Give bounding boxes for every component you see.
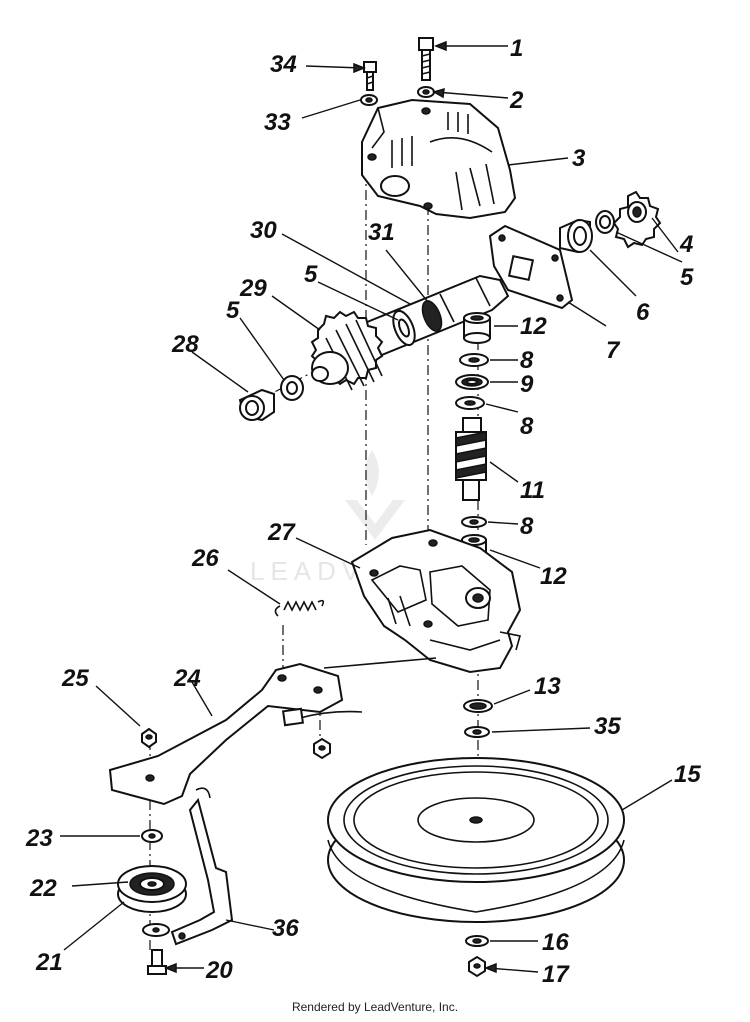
- part-31-ring[interactable]: [419, 298, 446, 334]
- part-3-upper-gear-housing[interactable]: [361, 98, 517, 220]
- leader-lines: [60, 40, 683, 974]
- idler-washer[interactable]: [142, 923, 170, 937]
- callout-26: 26: [191, 545, 219, 572]
- callout-3: 3: [572, 145, 586, 172]
- callout-7: 7: [606, 337, 621, 364]
- callout-8-upper: 8: [520, 347, 534, 374]
- callout-36: 36: [272, 915, 299, 942]
- part-16-washer[interactable]: [465, 935, 489, 947]
- part-9-thrust-bearing[interactable]: [455, 374, 489, 390]
- part-27-lower-gear-housing[interactable]: [350, 528, 522, 674]
- part-5-washer[interactable]: [595, 210, 615, 234]
- arm-nut[interactable]: [313, 737, 331, 760]
- callout-16: 16: [542, 929, 569, 956]
- part-26-spring[interactable]: [274, 599, 325, 617]
- callout-35: 35: [594, 713, 621, 740]
- part-8-thrust-washer-lower[interactable]: [461, 516, 487, 528]
- part-28-bushing[interactable]: [238, 388, 275, 422]
- part-34-screw[interactable]: [363, 61, 377, 91]
- part-15-pulley[interactable]: [327, 757, 625, 923]
- callout-29: 29: [239, 275, 267, 302]
- callout-28: 28: [171, 331, 199, 358]
- callout-2: 2: [509, 87, 524, 114]
- callout-6: 6: [636, 299, 650, 326]
- part-35-washer[interactable]: [464, 726, 490, 738]
- part-7-bearing-plate[interactable]: [488, 224, 574, 310]
- callout-5-right: 5: [680, 264, 694, 291]
- part-29-gear[interactable]: [310, 310, 384, 391]
- callout-27: 27: [267, 519, 296, 546]
- part-8-thrust-washer-upper[interactable]: [459, 353, 489, 367]
- part-20-shoulder-bolt[interactable]: [147, 949, 167, 975]
- callout-17: 17: [542, 961, 570, 988]
- part-33-washer[interactable]: [360, 94, 378, 106]
- part-1-bolt[interactable]: [418, 37, 434, 81]
- part-11-worm-gear[interactable]: [455, 417, 487, 501]
- callout-12-upper: 12: [520, 313, 547, 340]
- part-17-nut[interactable]: [468, 955, 486, 978]
- callout-9: 9: [520, 371, 534, 398]
- callout-5-left: 5: [226, 297, 240, 324]
- callout-1: 1: [510, 35, 523, 62]
- part-13-bearing[interactable]: [463, 699, 493, 713]
- callout-23: 23: [25, 825, 53, 852]
- callout-33: 33: [264, 109, 291, 136]
- callout-12-lower: 12: [540, 563, 567, 590]
- callout-5-center: 5: [304, 261, 318, 288]
- part-2-washer[interactable]: [417, 86, 435, 98]
- callout-labels: 1 2 3 4 5 6 7 12 8 9 8 11 8 12 13 35 15 …: [25, 35, 701, 988]
- part-5-washer-left[interactable]: [280, 375, 304, 401]
- part-25-nut[interactable]: [141, 727, 157, 749]
- part-8-thrust-washer-middle[interactable]: [455, 396, 485, 410]
- part-5-washer-center[interactable]: [389, 308, 419, 348]
- part-4-sprocket[interactable]: [612, 190, 662, 249]
- part-36-belt-guide[interactable]: [170, 797, 234, 946]
- callout-25: 25: [61, 665, 89, 692]
- callout-31: 31: [368, 219, 395, 246]
- callout-21: 21: [35, 949, 63, 976]
- callout-34: 34: [270, 51, 297, 78]
- callout-15: 15: [674, 761, 701, 788]
- part-22-bearing[interactable]: [139, 877, 165, 891]
- callout-24: 24: [173, 665, 201, 692]
- callout-8-lower: 8: [520, 513, 534, 540]
- part-23-washer[interactable]: [141, 829, 163, 843]
- callout-4: 4: [679, 231, 693, 258]
- footer-credit: Rendered by LeadVenture, Inc.: [291, 1000, 459, 1014]
- callout-22: 22: [29, 875, 57, 902]
- part-24-idler-arm[interactable]: [108, 657, 437, 806]
- callout-30: 30: [250, 217, 277, 244]
- callout-20: 20: [205, 957, 233, 984]
- callout-11: 11: [520, 477, 545, 504]
- part-12-bushing-upper[interactable]: [463, 312, 491, 344]
- callout-8-middle: 8: [520, 413, 534, 440]
- callout-13: 13: [534, 673, 561, 700]
- part-6-bearing-bushing[interactable]: [559, 218, 593, 254]
